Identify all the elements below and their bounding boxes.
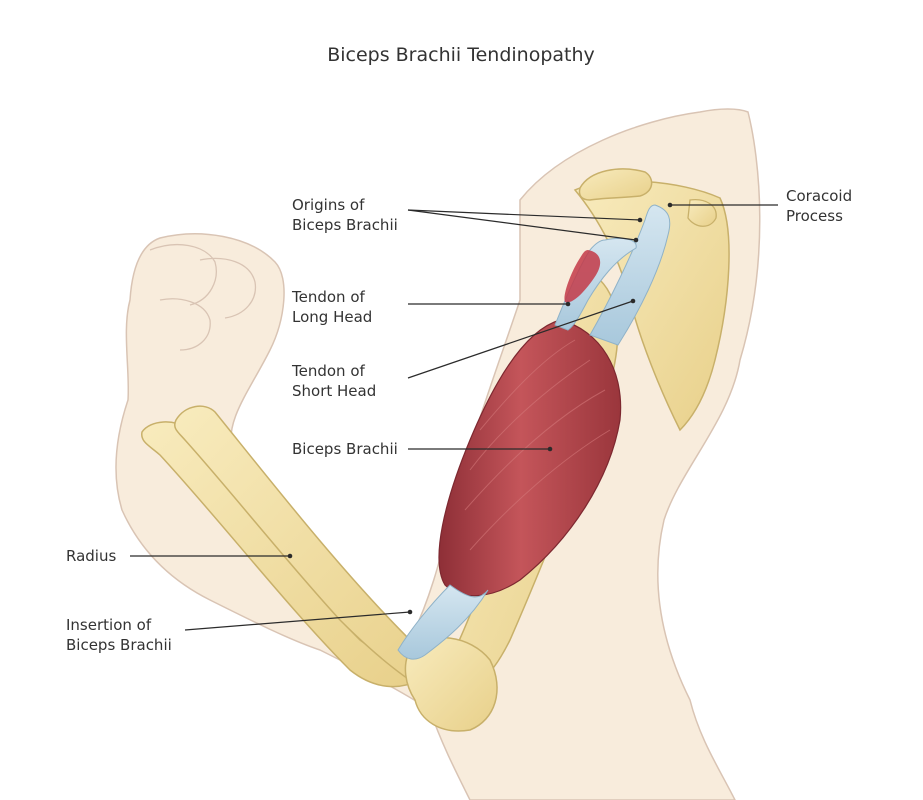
leader-lines bbox=[130, 202, 778, 631]
labels: Origins of Biceps Brachii Coracoid Proce… bbox=[66, 187, 857, 654]
long-head-tendon bbox=[554, 237, 637, 331]
fist-fingers bbox=[149, 244, 257, 351]
distal-tendon bbox=[397, 584, 489, 660]
short-head-tendon bbox=[589, 204, 671, 346]
label-radius: Radius bbox=[66, 547, 116, 565]
label-long-head-tendon: Tendon of Long Head bbox=[291, 288, 372, 326]
forearm-bones bbox=[141, 405, 498, 732]
tendons bbox=[397, 204, 671, 660]
label-coracoid-process: Coracoid Process bbox=[786, 187, 857, 225]
biceps-brachii-muscle bbox=[438, 319, 622, 597]
diagram-title: Biceps Brachii Tendinopathy bbox=[327, 44, 595, 66]
label-biceps-brachii: Biceps Brachii bbox=[292, 440, 398, 458]
long-head-inflamed bbox=[564, 250, 601, 303]
label-origins: Origins of Biceps Brachii bbox=[292, 196, 398, 234]
coracoid-process-bone bbox=[578, 168, 653, 201]
label-short-head-tendon: Tendon of Short Head bbox=[291, 362, 376, 400]
label-insertion: Insertion of Biceps Brachii bbox=[66, 616, 172, 654]
elbow-joint bbox=[404, 637, 498, 732]
